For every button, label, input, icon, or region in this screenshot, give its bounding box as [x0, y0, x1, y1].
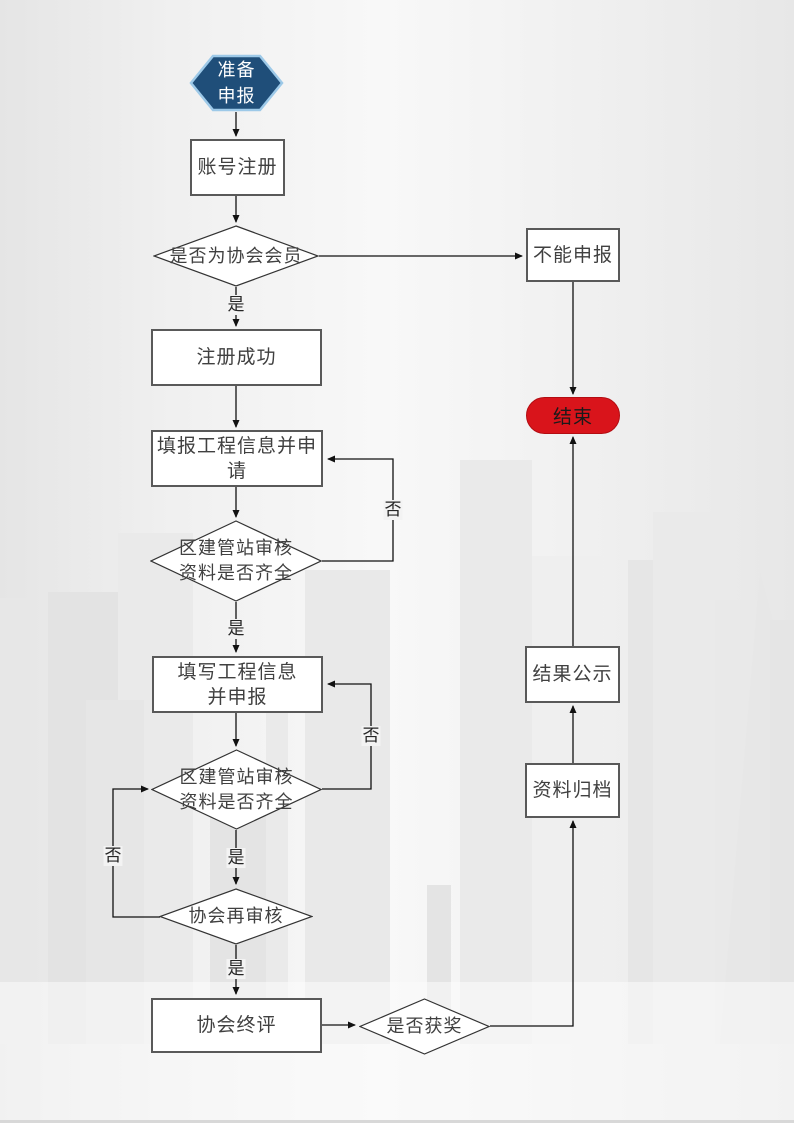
node-fill-declare-label: 填写工程信息 并申报 — [177, 661, 298, 708]
node-assoc-final-label: 协会终评 — [196, 1015, 277, 1036]
node-fill-apply: 填报工程信息并申 请 — [151, 430, 323, 487]
node-fill-apply-label: 填报工程信息并申 请 — [156, 435, 317, 482]
diamond-shape — [150, 520, 322, 602]
decision-station-review-1: 区建管站审核 资料是否齐全 — [150, 520, 322, 602]
decision-is-member: 是否为协会会员 — [153, 225, 319, 287]
decision-is-award: 是否获奖 — [359, 998, 490, 1055]
start-label: 准备 申报 — [217, 60, 256, 106]
edge-label-no-1: 否 — [383, 500, 403, 520]
edge-review1-no-loop — [322, 455, 394, 562]
diamond-shape — [151, 749, 322, 830]
diamond-shape — [359, 998, 490, 1055]
end-label: 结束 — [552, 407, 593, 428]
node-register-label: 账号注册 — [197, 157, 278, 178]
diamond-shape — [153, 225, 319, 287]
node-publicity-label: 结果公示 — [532, 664, 613, 685]
decision-assoc-rereview: 协会再审核 — [159, 888, 313, 945]
node-register-success-label: 注册成功 — [196, 347, 277, 368]
edge-label-yes-1: 是 — [226, 295, 246, 315]
edge-isaward-to-archive — [490, 820, 577, 1027]
node-cannot-apply-label: 不能申报 — [532, 244, 613, 266]
node-register-success: 注册成功 — [151, 329, 322, 386]
start-node: 准备 申报 — [189, 54, 284, 112]
node-register: 账号注册 — [190, 139, 285, 196]
hexagon-shape — [189, 54, 284, 112]
node-archive-label: 资料归档 — [532, 780, 613, 801]
edge-label-yes-4: 是 — [226, 959, 246, 979]
decision-station-review-2-label: 区建管站审核 资料是否齐全 — [179, 766, 294, 812]
edge-label-yes-2: 是 — [226, 619, 246, 639]
decision-station-review-2: 区建管站审核 资料是否齐全 — [151, 749, 322, 830]
decision-is-member-label: 是否为协会会员 — [169, 245, 303, 266]
edge-label-yes-3: 是 — [226, 848, 246, 868]
decision-assoc-rereview-label: 协会再审核 — [188, 906, 284, 926]
node-archive: 资料归档 — [525, 763, 620, 818]
edge-label-no-3: 否 — [103, 846, 123, 866]
decision-is-award-label: 是否获奖 — [386, 1016, 463, 1036]
end-node: 结束 — [526, 397, 620, 434]
node-publicity: 结果公示 — [525, 646, 620, 703]
diamond-shape — [159, 888, 313, 945]
edge-label-no-2: 否 — [361, 726, 381, 746]
decision-station-review-1-label: 区建管站审核 资料是否齐全 — [179, 538, 293, 583]
node-fill-declare: 填写工程信息 并申报 — [152, 656, 323, 713]
node-cannot-apply: 不能申报 — [526, 228, 620, 282]
bottom-edge-strip — [0, 1120, 794, 1123]
node-assoc-final: 协会终评 — [151, 998, 322, 1053]
